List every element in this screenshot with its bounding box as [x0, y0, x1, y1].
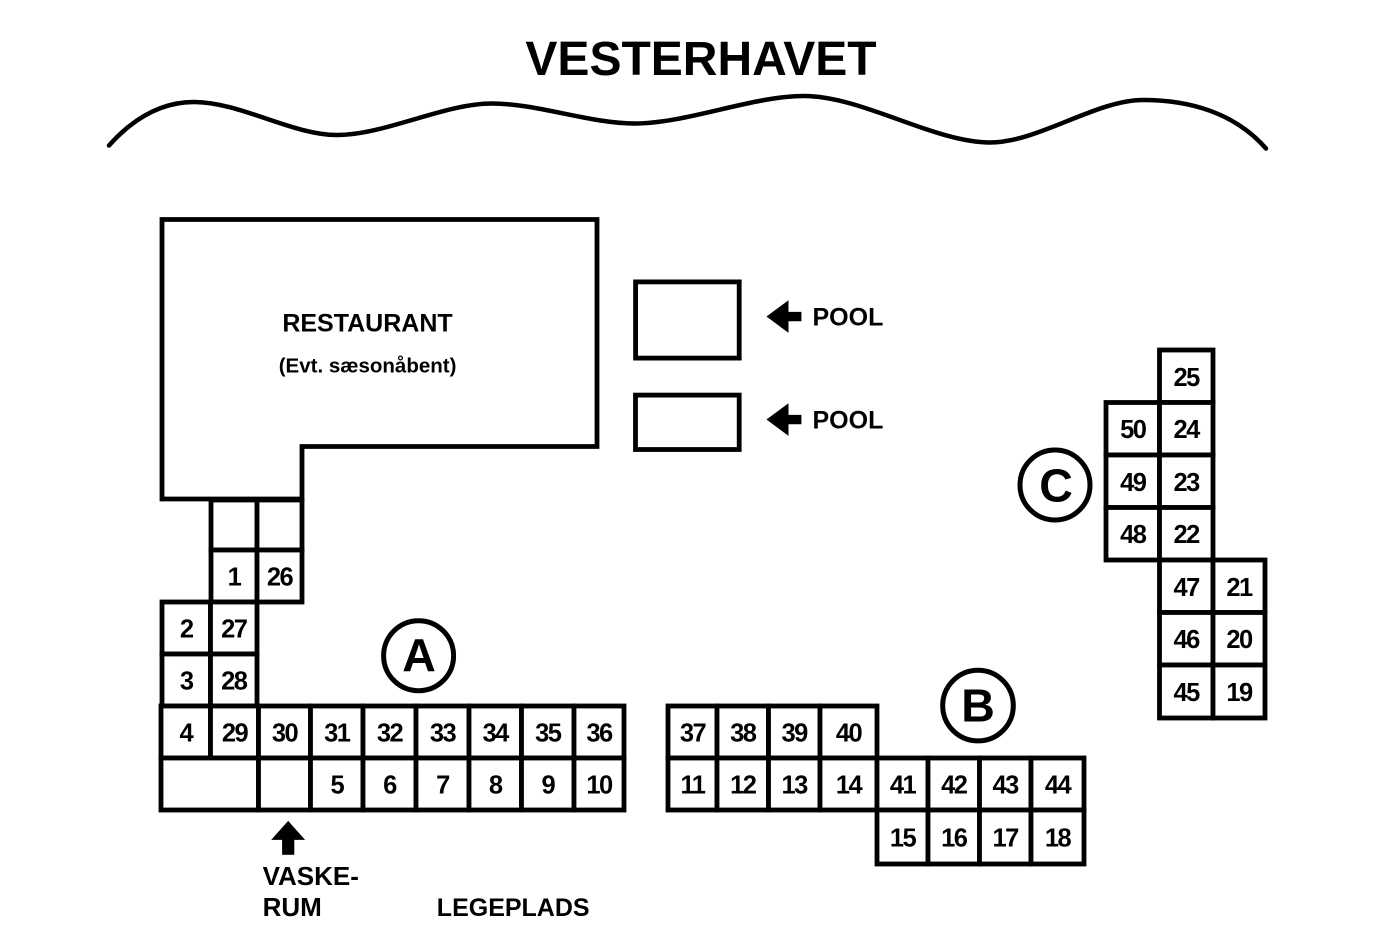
- svg-text:47: 47: [1174, 574, 1201, 602]
- svg-text:25: 25: [1174, 364, 1201, 392]
- svg-text:42: 42: [941, 772, 968, 800]
- svg-text:48: 48: [1120, 521, 1147, 549]
- svg-text:10: 10: [586, 772, 613, 800]
- svg-text:2: 2: [180, 616, 194, 644]
- svg-text:19: 19: [1226, 679, 1253, 707]
- svg-text:5: 5: [330, 772, 344, 800]
- svg-text:43: 43: [993, 772, 1020, 800]
- svg-text:RESTAURANT: RESTAURANT: [282, 310, 452, 338]
- svg-text:A: A: [402, 629, 436, 681]
- svg-text:28: 28: [221, 668, 248, 696]
- svg-text:VASKE-: VASKE-: [263, 861, 359, 891]
- svg-text:RUM: RUM: [263, 892, 322, 922]
- svg-text:1: 1: [228, 564, 242, 592]
- svg-text:33: 33: [430, 720, 457, 748]
- svg-text:24: 24: [1174, 416, 1202, 444]
- svg-text:8: 8: [489, 772, 503, 800]
- svg-text:7: 7: [436, 772, 450, 800]
- svg-text:15: 15: [890, 825, 917, 853]
- svg-text:45: 45: [1174, 679, 1201, 707]
- svg-text:20: 20: [1226, 626, 1253, 654]
- svg-text:17: 17: [993, 825, 1020, 853]
- svg-text:13: 13: [782, 772, 809, 800]
- svg-text:32: 32: [377, 720, 404, 748]
- svg-text:30: 30: [272, 720, 299, 748]
- svg-text:B: B: [961, 679, 995, 731]
- svg-text:41: 41: [890, 772, 917, 800]
- svg-text:29: 29: [222, 720, 249, 748]
- svg-text:POOL: POOL: [813, 303, 884, 331]
- svg-text:3: 3: [180, 668, 194, 696]
- svg-text:37: 37: [680, 720, 707, 748]
- svg-text:C: C: [1039, 460, 1073, 512]
- svg-text:46: 46: [1174, 626, 1201, 654]
- svg-text:11: 11: [681, 772, 706, 800]
- svg-text:23: 23: [1174, 469, 1201, 497]
- svg-text:21: 21: [1226, 574, 1253, 602]
- svg-text:49: 49: [1120, 469, 1147, 497]
- svg-text:POOL: POOL: [813, 407, 884, 435]
- svg-text:36: 36: [586, 720, 613, 748]
- svg-text:LEGEPLADS: LEGEPLADS: [437, 894, 590, 922]
- svg-text:44: 44: [1045, 772, 1073, 800]
- svg-text:22: 22: [1174, 521, 1201, 549]
- svg-text:34: 34: [483, 720, 511, 748]
- svg-text:35: 35: [535, 720, 562, 748]
- svg-text:14: 14: [836, 772, 864, 800]
- svg-text:50: 50: [1120, 416, 1147, 444]
- svg-text:31: 31: [324, 720, 351, 748]
- svg-text:18: 18: [1045, 825, 1072, 853]
- svg-text:(Evt. sæsonåbent): (Evt. sæsonåbent): [279, 354, 457, 377]
- svg-text:6: 6: [383, 772, 397, 800]
- svg-text:27: 27: [221, 616, 248, 644]
- svg-text:9: 9: [541, 772, 555, 800]
- svg-text:39: 39: [782, 720, 809, 748]
- svg-text:16: 16: [941, 825, 968, 853]
- svg-text:38: 38: [730, 720, 757, 748]
- svg-text:26: 26: [267, 564, 294, 592]
- svg-text:VESTERHAVET: VESTERHAVET: [525, 33, 876, 86]
- svg-text:12: 12: [730, 772, 757, 800]
- svg-text:40: 40: [836, 720, 863, 748]
- svg-text:4: 4: [179, 720, 194, 748]
